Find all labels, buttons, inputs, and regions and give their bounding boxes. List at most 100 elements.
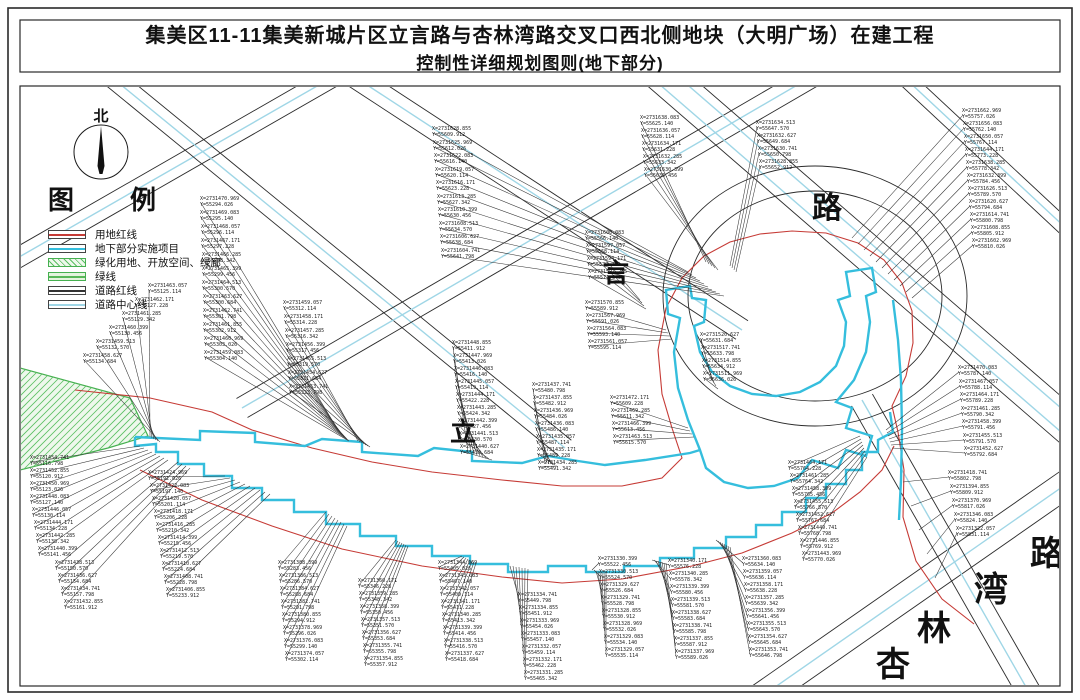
svg-text:Y=55566.140: Y=55566.140 bbox=[585, 236, 618, 242]
svg-text:X=2731452.855: X=2731452.855 bbox=[30, 468, 69, 474]
svg-text:Y=55157.798: Y=55157.798 bbox=[61, 592, 94, 598]
svg-text:X=2731594.171: X=2731594.171 bbox=[587, 256, 626, 262]
svg-text:Y=55634.140: Y=55634.140 bbox=[742, 562, 775, 568]
svg-text:Y=55299.140: Y=55299.140 bbox=[284, 644, 317, 650]
svg-text:X=2731356.627: X=2731356.627 bbox=[362, 630, 401, 636]
svg-text:X=2731330.513: X=2731330.513 bbox=[599, 569, 638, 575]
svg-text:X=2731333.083: X=2731333.083 bbox=[521, 631, 560, 637]
title-block: 集美区11-11集美新城片区立言路与杏林湾路交叉口西北侧地块（大明广场）在建工程… bbox=[22, 21, 1058, 73]
svg-text:Y=55409.114: Y=55409.114 bbox=[440, 592, 473, 598]
svg-text:Y=55454.026: Y=55454.026 bbox=[520, 624, 553, 630]
underground-swatch bbox=[48, 243, 86, 253]
svg-text:Y=55138.342: Y=55138.342 bbox=[36, 539, 69, 545]
underground-project-boundary bbox=[133, 266, 904, 574]
svg-text:X=2731452.627: X=2731452.627 bbox=[796, 512, 835, 518]
svg-text:Y=55636.026: Y=55636.026 bbox=[703, 377, 736, 383]
svg-text:Y=55206.228: Y=55206.228 bbox=[154, 515, 187, 521]
svg-text:Y=55430.570: Y=55430.570 bbox=[459, 437, 492, 443]
svg-text:X=2731339.399: X=2731339.399 bbox=[443, 625, 482, 631]
svg-text:X=2731376.083: X=2731376.083 bbox=[284, 638, 323, 644]
svg-text:X=2731358.399: X=2731358.399 bbox=[360, 604, 399, 610]
svg-text:Y=55411.912: Y=55411.912 bbox=[452, 346, 485, 352]
svg-text:Y=55578.342: Y=55578.342 bbox=[669, 577, 702, 583]
svg-text:Y=55416.140: Y=55416.140 bbox=[454, 372, 487, 378]
svg-text:Y=55612.026: Y=55612.026 bbox=[433, 146, 466, 152]
svg-text:X=2731456.399: X=2731456.399 bbox=[286, 342, 325, 348]
svg-text:X=2731337.627: X=2731337.627 bbox=[445, 651, 484, 657]
svg-text:Y=55587.912: Y=55587.912 bbox=[674, 642, 707, 648]
svg-text:X=2731448.855: X=2731448.855 bbox=[452, 340, 491, 346]
svg-text:Y=55595.114: Y=55595.114 bbox=[588, 345, 621, 351]
svg-text:Y=55794.684: Y=55794.684 bbox=[969, 205, 1002, 211]
svg-text:X=2731465.399: X=2731465.399 bbox=[202, 266, 241, 272]
svg-text:X=2731338.513: X=2731338.513 bbox=[444, 638, 483, 644]
svg-text:Y=55766.570: Y=55766.570 bbox=[794, 505, 827, 511]
svg-text:Y=55432.684: Y=55432.684 bbox=[460, 450, 493, 456]
svg-text:X=2731461.285: X=2731461.285 bbox=[122, 311, 161, 317]
svg-text:Y=55535.114: Y=55535.114 bbox=[605, 653, 638, 659]
svg-text:X=2731408.741: X=2731408.741 bbox=[164, 574, 203, 580]
svg-text:Y=55451.912: Y=55451.912 bbox=[519, 611, 552, 617]
svg-text:X=2731332.171: X=2731332.171 bbox=[523, 657, 562, 663]
svg-text:X=2731455.513: X=2731455.513 bbox=[287, 356, 326, 362]
svg-text:X=2731564.083: X=2731564.083 bbox=[587, 326, 626, 332]
svg-text:Y=55294.026: Y=55294.026 bbox=[200, 202, 233, 208]
svg-text:Y=55210.342: Y=55210.342 bbox=[156, 528, 189, 534]
svg-text:X=2731386.513: X=2731386.513 bbox=[279, 573, 318, 579]
svg-text:Y=55419.114: Y=55419.114 bbox=[455, 385, 488, 391]
svg-text:Y=55646.798: Y=55646.798 bbox=[749, 653, 782, 659]
svg-text:Y=55623.228: Y=55623.228 bbox=[436, 186, 469, 192]
svg-text:X=2731469.083: X=2731469.083 bbox=[200, 210, 239, 216]
svg-text:Y=55585.798: Y=55585.798 bbox=[673, 629, 706, 635]
svg-text:X=2731356.399: X=2731356.399 bbox=[746, 608, 785, 614]
svg-text:Y=55150.570: Y=55150.570 bbox=[55, 566, 88, 572]
svg-text:Y=55530.912: Y=55530.912 bbox=[602, 614, 635, 620]
svg-text:X=2731380.855: X=2731380.855 bbox=[282, 612, 321, 618]
svg-text:X=2731454.627: X=2731454.627 bbox=[288, 370, 327, 376]
svg-text:Y=55192.026: Y=55192.026 bbox=[148, 476, 181, 482]
svg-text:X=2731608.855: X=2731608.855 bbox=[971, 225, 1010, 231]
north-arrow: 北 bbox=[73, 108, 129, 180]
svg-text:X=2731442.285: X=2731442.285 bbox=[36, 533, 75, 539]
svg-text:X=2731625.969: X=2731625.969 bbox=[433, 140, 472, 146]
svg-text:X=2731434.285: X=2731434.285 bbox=[538, 460, 577, 466]
svg-text:X=2731453.741: X=2731453.741 bbox=[289, 384, 328, 390]
svg-text:Y=55534.140: Y=55534.140 bbox=[604, 640, 637, 646]
svg-text:Y=55357.912: Y=55357.912 bbox=[364, 662, 397, 668]
svg-text:X=2731449.741: X=2731449.741 bbox=[798, 525, 837, 531]
svg-text:X=2731444.171: X=2731444.171 bbox=[34, 520, 73, 526]
svg-text:X=2731511.969: X=2731511.969 bbox=[703, 371, 742, 377]
svg-text:X=2731457.285: X=2731457.285 bbox=[285, 328, 324, 334]
svg-text:Y=55611.342: Y=55611.342 bbox=[611, 414, 644, 420]
svg-text:Y=55348.342: Y=55348.342 bbox=[359, 597, 392, 603]
svg-text:Y=55568.114: Y=55568.114 bbox=[586, 249, 619, 255]
svg-text:X=2731464.171: X=2731464.171 bbox=[788, 460, 827, 466]
svg-text:Y=55609.228: Y=55609.228 bbox=[610, 401, 643, 407]
svg-text:X=2731630.741: X=2731630.741 bbox=[758, 146, 797, 152]
svg-text:Y=55765.456: Y=55765.456 bbox=[792, 492, 825, 498]
svg-text:Y=55522.456: Y=55522.456 bbox=[598, 562, 631, 568]
svg-text:Y=55161.912: Y=55161.912 bbox=[64, 605, 97, 611]
svg-text:Y=55201.114: Y=55201.114 bbox=[152, 502, 185, 508]
svg-text:Y=55615.570: Y=55615.570 bbox=[613, 440, 646, 446]
svg-text:X=2731446.855: X=2731446.855 bbox=[800, 538, 839, 544]
svg-text:Y=55418.684: Y=55418.684 bbox=[445, 657, 478, 663]
svg-text:Y=55778.342: Y=55778.342 bbox=[966, 166, 999, 172]
svg-text:X=2731406.855: X=2731406.855 bbox=[166, 587, 205, 593]
svg-text:X=2731454.741: X=2731454.741 bbox=[30, 455, 69, 461]
svg-text:Y=55355.798: Y=55355.798 bbox=[363, 649, 396, 655]
svg-text:X=2731394.855: X=2731394.855 bbox=[950, 484, 989, 490]
svg-text:Y=55641.456: Y=55641.456 bbox=[746, 614, 779, 620]
svg-text:X=2731608.513: X=2731608.513 bbox=[439, 221, 478, 227]
svg-text:路: 路 bbox=[812, 192, 843, 225]
svg-text:X=2731630.399: X=2731630.399 bbox=[644, 167, 683, 173]
svg-text:X=2731458.171: X=2731458.171 bbox=[284, 314, 323, 320]
svg-text:X=2731378.969: X=2731378.969 bbox=[283, 625, 322, 631]
svg-text:X=2731632.285: X=2731632.285 bbox=[643, 154, 682, 160]
ring-road-inner bbox=[687, 190, 943, 402]
svg-text:Y=55465.342: Y=55465.342 bbox=[524, 676, 557, 682]
svg-text:Y=55634.570: Y=55634.570 bbox=[439, 227, 472, 233]
svg-text:X=2731459.513: X=2731459.513 bbox=[96, 339, 135, 345]
svg-text:路: 路 bbox=[1030, 535, 1065, 573]
